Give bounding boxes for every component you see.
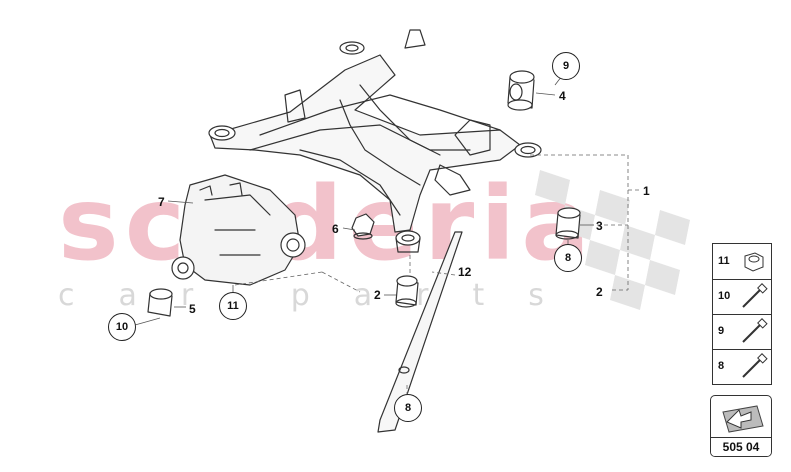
watermark-text: scuderia bbox=[58, 165, 597, 284]
callout-8[interactable]: 8 bbox=[394, 394, 422, 422]
arrow-icon bbox=[722, 405, 764, 433]
legend-number: 11 bbox=[718, 255, 730, 267]
legend-row-10[interactable]: 10 bbox=[713, 279, 771, 315]
part-label-3: 3 bbox=[596, 219, 603, 233]
legend-number: 10 bbox=[718, 290, 731, 302]
nut-icon bbox=[744, 252, 764, 272]
part-label-2: 2 bbox=[374, 288, 381, 302]
legend-row-11[interactable]: 11 bbox=[713, 244, 771, 280]
part-label-1: 1 bbox=[643, 184, 650, 198]
part-label-7: 7 bbox=[158, 195, 165, 209]
strut-bar bbox=[377, 231, 463, 433]
callout-9[interactable]: 9 bbox=[552, 52, 580, 80]
callout-8[interactable]: 8 bbox=[554, 244, 582, 272]
part-label-6: 6 bbox=[332, 222, 339, 236]
callout-10[interactable]: 10 bbox=[108, 313, 136, 341]
part-label-4: 4 bbox=[559, 89, 566, 103]
callout-11[interactable]: 11 bbox=[219, 292, 247, 320]
legend-number: 8 bbox=[718, 360, 725, 372]
part-label-2: 2 bbox=[596, 285, 603, 299]
fastener-legend: 11 10 9 8 bbox=[712, 243, 772, 385]
bolt-icon bbox=[742, 283, 768, 308]
legend-row-9[interactable]: 9 bbox=[713, 314, 771, 350]
watermark-subtext: car parts bbox=[58, 278, 588, 313]
part-label-12: 12 bbox=[458, 265, 472, 279]
diagram-code: 505 04 bbox=[711, 437, 771, 456]
legend-number: 9 bbox=[718, 325, 725, 337]
diagram-reference[interactable]: 505 04 bbox=[710, 395, 772, 457]
bolt-icon bbox=[742, 353, 768, 378]
bolt-icon bbox=[742, 318, 768, 343]
subframe-rail bbox=[209, 54, 521, 233]
part-label-5: 5 bbox=[189, 302, 196, 316]
legend-row-8[interactable]: 8 bbox=[713, 349, 771, 384]
